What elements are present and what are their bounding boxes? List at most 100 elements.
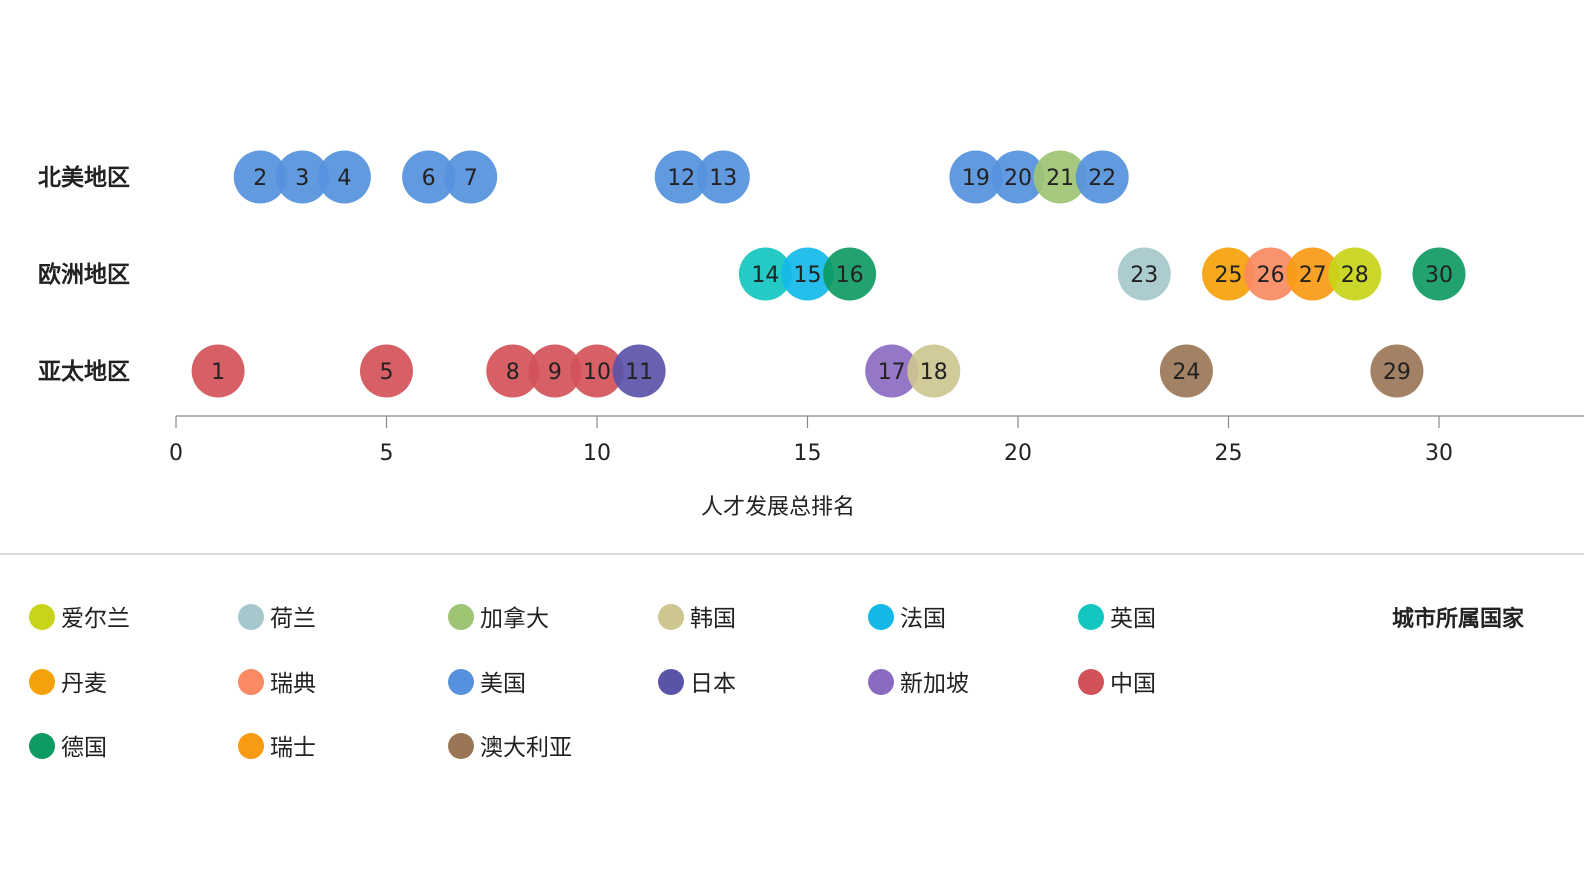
- bubble-rank-21[interactable]: [1033, 150, 1087, 204]
- region-label: 欧洲地区: [38, 262, 130, 288]
- bubble-label: 30: [1425, 263, 1453, 288]
- legend-label[interactable]: 韩国: [690, 606, 736, 632]
- bubble-label: 21: [1046, 166, 1074, 191]
- bubble-rank-14[interactable]: [738, 247, 792, 301]
- legend-swatch[interactable]: [868, 604, 894, 630]
- legend-label[interactable]: 瑞士: [270, 735, 316, 761]
- legend-swatch[interactable]: [238, 604, 264, 630]
- legend-label[interactable]: 德国: [61, 735, 107, 761]
- legend-title: 城市所属国家: [1392, 606, 1525, 632]
- legend-label[interactable]: 荷兰: [270, 606, 316, 632]
- bubble-label: 13: [709, 166, 737, 191]
- bubble-label: 18: [920, 360, 948, 385]
- bubble-rank-29[interactable]: [1370, 344, 1424, 398]
- legend-swatch[interactable]: [29, 669, 55, 695]
- legend-label[interactable]: 瑞典: [270, 671, 316, 697]
- bubble-label: 7: [464, 166, 478, 191]
- legend-label[interactable]: 英国: [1110, 606, 1156, 632]
- bubble-rank-20[interactable]: [991, 150, 1045, 204]
- legend-swatch[interactable]: [448, 604, 474, 630]
- bubble-label: 12: [667, 166, 695, 191]
- bubble-rank-7[interactable]: [444, 150, 498, 204]
- bubbles: [191, 150, 1466, 398]
- legend-swatch[interactable]: [1078, 669, 1104, 695]
- bubble-rank-18[interactable]: [907, 344, 961, 398]
- bubble-label: 17: [878, 360, 906, 385]
- legend-label[interactable]: 爱尔兰: [61, 606, 130, 632]
- bubble-rank-26[interactable]: [1244, 247, 1298, 301]
- bubble-label: 3: [295, 166, 309, 191]
- bubble-label: 24: [1172, 360, 1200, 385]
- legend-label[interactable]: 美国: [480, 671, 526, 697]
- legend-label[interactable]: 加拿大: [480, 605, 549, 632]
- x-tick-label: 0: [169, 441, 183, 466]
- bubble-label: 14: [751, 263, 779, 288]
- legend-label[interactable]: 新加坡: [900, 671, 969, 697]
- bubble-label: 20: [1004, 166, 1032, 191]
- bubble-rank-8[interactable]: [486, 344, 540, 398]
- bubble-rank-28[interactable]: [1328, 247, 1382, 301]
- bubble-rank-17[interactable]: [865, 344, 919, 398]
- legend-swatch[interactable]: [238, 733, 264, 759]
- bubble-rank-3[interactable]: [275, 150, 329, 204]
- region-label: 北美地区: [38, 164, 130, 191]
- bubble-rank-2[interactable]: [233, 150, 287, 204]
- bubble-label: 25: [1215, 263, 1243, 288]
- bubble-rank-16[interactable]: [823, 247, 877, 301]
- x-axis-title: 人才发展总排名: [701, 495, 855, 520]
- legend-swatch[interactable]: [868, 669, 894, 695]
- bubble-rank-6[interactable]: [402, 150, 456, 204]
- bubble-label: 22: [1088, 166, 1116, 191]
- bubble-rank-27[interactable]: [1286, 247, 1340, 301]
- bubble-rank-11[interactable]: [612, 344, 666, 398]
- bubble-rank-25[interactable]: [1202, 247, 1255, 301]
- bubble-label: 23: [1130, 263, 1158, 288]
- bubble-label: 11: [625, 360, 653, 385]
- bubble-label: 29: [1383, 360, 1411, 385]
- legend-label[interactable]: 丹麦: [61, 671, 107, 697]
- legend-swatch[interactable]: [448, 669, 474, 695]
- bubble-label: 16: [836, 263, 864, 288]
- bubble-rank-10[interactable]: [570, 344, 624, 398]
- bubble-rank-30[interactable]: [1412, 247, 1466, 301]
- legend-swatch[interactable]: [658, 669, 684, 695]
- legend-label[interactable]: 澳大利亚: [480, 735, 572, 761]
- bubble-rank-9[interactable]: [528, 344, 582, 398]
- legend-swatch[interactable]: [29, 733, 55, 759]
- legend-swatch[interactable]: [1078, 604, 1104, 630]
- legend-swatch[interactable]: [29, 604, 55, 630]
- bubble-rank-24[interactable]: [1159, 344, 1213, 398]
- bubble-label: 19: [962, 166, 990, 191]
- legend-label[interactable]: 日本: [690, 671, 736, 697]
- bubble-label: 4: [337, 166, 351, 191]
- bubble-rank-15[interactable]: [781, 247, 834, 301]
- bubble-label: 15: [794, 263, 822, 288]
- bubble-label: 5: [380, 360, 394, 385]
- bubble-rank-12[interactable]: [654, 150, 708, 204]
- bubble-label: 1: [211, 360, 225, 385]
- bubble-rank-22[interactable]: [1075, 150, 1129, 204]
- legend-swatch[interactable]: [238, 669, 264, 695]
- x-tick-label: 30: [1425, 441, 1453, 466]
- legend-swatch[interactable]: [658, 604, 684, 630]
- bubble-rank-5[interactable]: [360, 344, 413, 398]
- bubble-rank-4[interactable]: [317, 150, 371, 204]
- x-tick-label: 20: [1004, 441, 1032, 466]
- bubble-rank-13[interactable]: [696, 150, 750, 204]
- bubble-rank-1[interactable]: [191, 344, 245, 398]
- x-tick-label: 15: [794, 441, 822, 466]
- legend-label[interactable]: 中国: [1110, 671, 1156, 697]
- legend-label[interactable]: 法国: [900, 606, 946, 632]
- legend-swatch[interactable]: [448, 733, 474, 759]
- bubble-rank-23[interactable]: [1117, 247, 1171, 301]
- region-label: 亚太地区: [38, 359, 130, 385]
- bubble-rank-19[interactable]: [949, 150, 1003, 204]
- bubble-label: 6: [422, 166, 436, 191]
- bubble-label: 2: [253, 166, 267, 191]
